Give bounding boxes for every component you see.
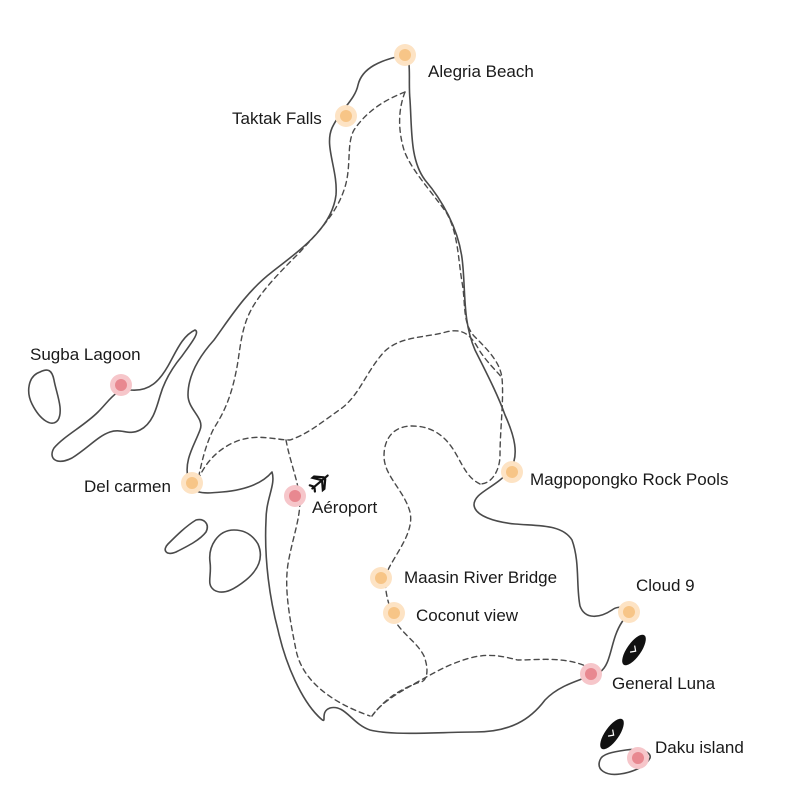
marker-daku-island[interactable] <box>627 747 649 769</box>
surfboard-icon <box>622 634 646 666</box>
marker-aeroport[interactable] <box>284 485 306 507</box>
label-aeroport: Aéroport <box>312 498 377 517</box>
marker-alegria-beach[interactable] <box>394 44 416 66</box>
marker-coconut-view[interactable] <box>383 602 405 624</box>
label-taktak-falls: Taktak Falls <box>232 109 322 128</box>
surfboard-icon <box>600 718 624 750</box>
sugba-island-coastline <box>51 329 198 463</box>
marker-cloud-9[interactable] <box>618 601 640 623</box>
marker-del-carmen[interactable] <box>181 472 203 494</box>
main-island-coastline <box>186 54 627 735</box>
west-islet-coastline <box>27 369 61 424</box>
marker-general-luna[interactable] <box>580 663 602 685</box>
marker-maasin-bridge[interactable] <box>370 567 392 589</box>
label-sugba-lagoon: Sugba Lagoon <box>30 345 141 364</box>
label-coconut-view: Coconut view <box>416 606 519 625</box>
road-south <box>371 654 591 717</box>
south-islet-2-coastline <box>208 529 262 593</box>
marker-sugba-lagoon[interactable] <box>110 374 132 396</box>
road-north-west <box>197 91 406 481</box>
road-east-coast <box>398 91 504 485</box>
marker-magpopongko[interactable] <box>501 461 523 483</box>
south-islet-coastline <box>164 518 209 555</box>
road-central <box>371 425 481 717</box>
label-del-carmen: Del carmen <box>84 477 171 496</box>
marker-taktak-falls[interactable] <box>335 105 357 127</box>
road-cross-island <box>197 330 503 481</box>
label-magpopongko: Magpopongko Rock Pools <box>530 470 728 489</box>
label-cloud-9: Cloud 9 <box>636 576 695 595</box>
daku-island-coastline <box>598 748 651 776</box>
label-daku-island: Daku island <box>655 738 744 757</box>
label-maasin-bridge: Maasin River Bridge <box>404 568 557 587</box>
road-inland-loop <box>285 439 371 717</box>
airplane-icon <box>308 474 329 493</box>
label-general-luna: General Luna <box>612 674 716 693</box>
label-alegria-beach: Alegria Beach <box>428 62 534 81</box>
